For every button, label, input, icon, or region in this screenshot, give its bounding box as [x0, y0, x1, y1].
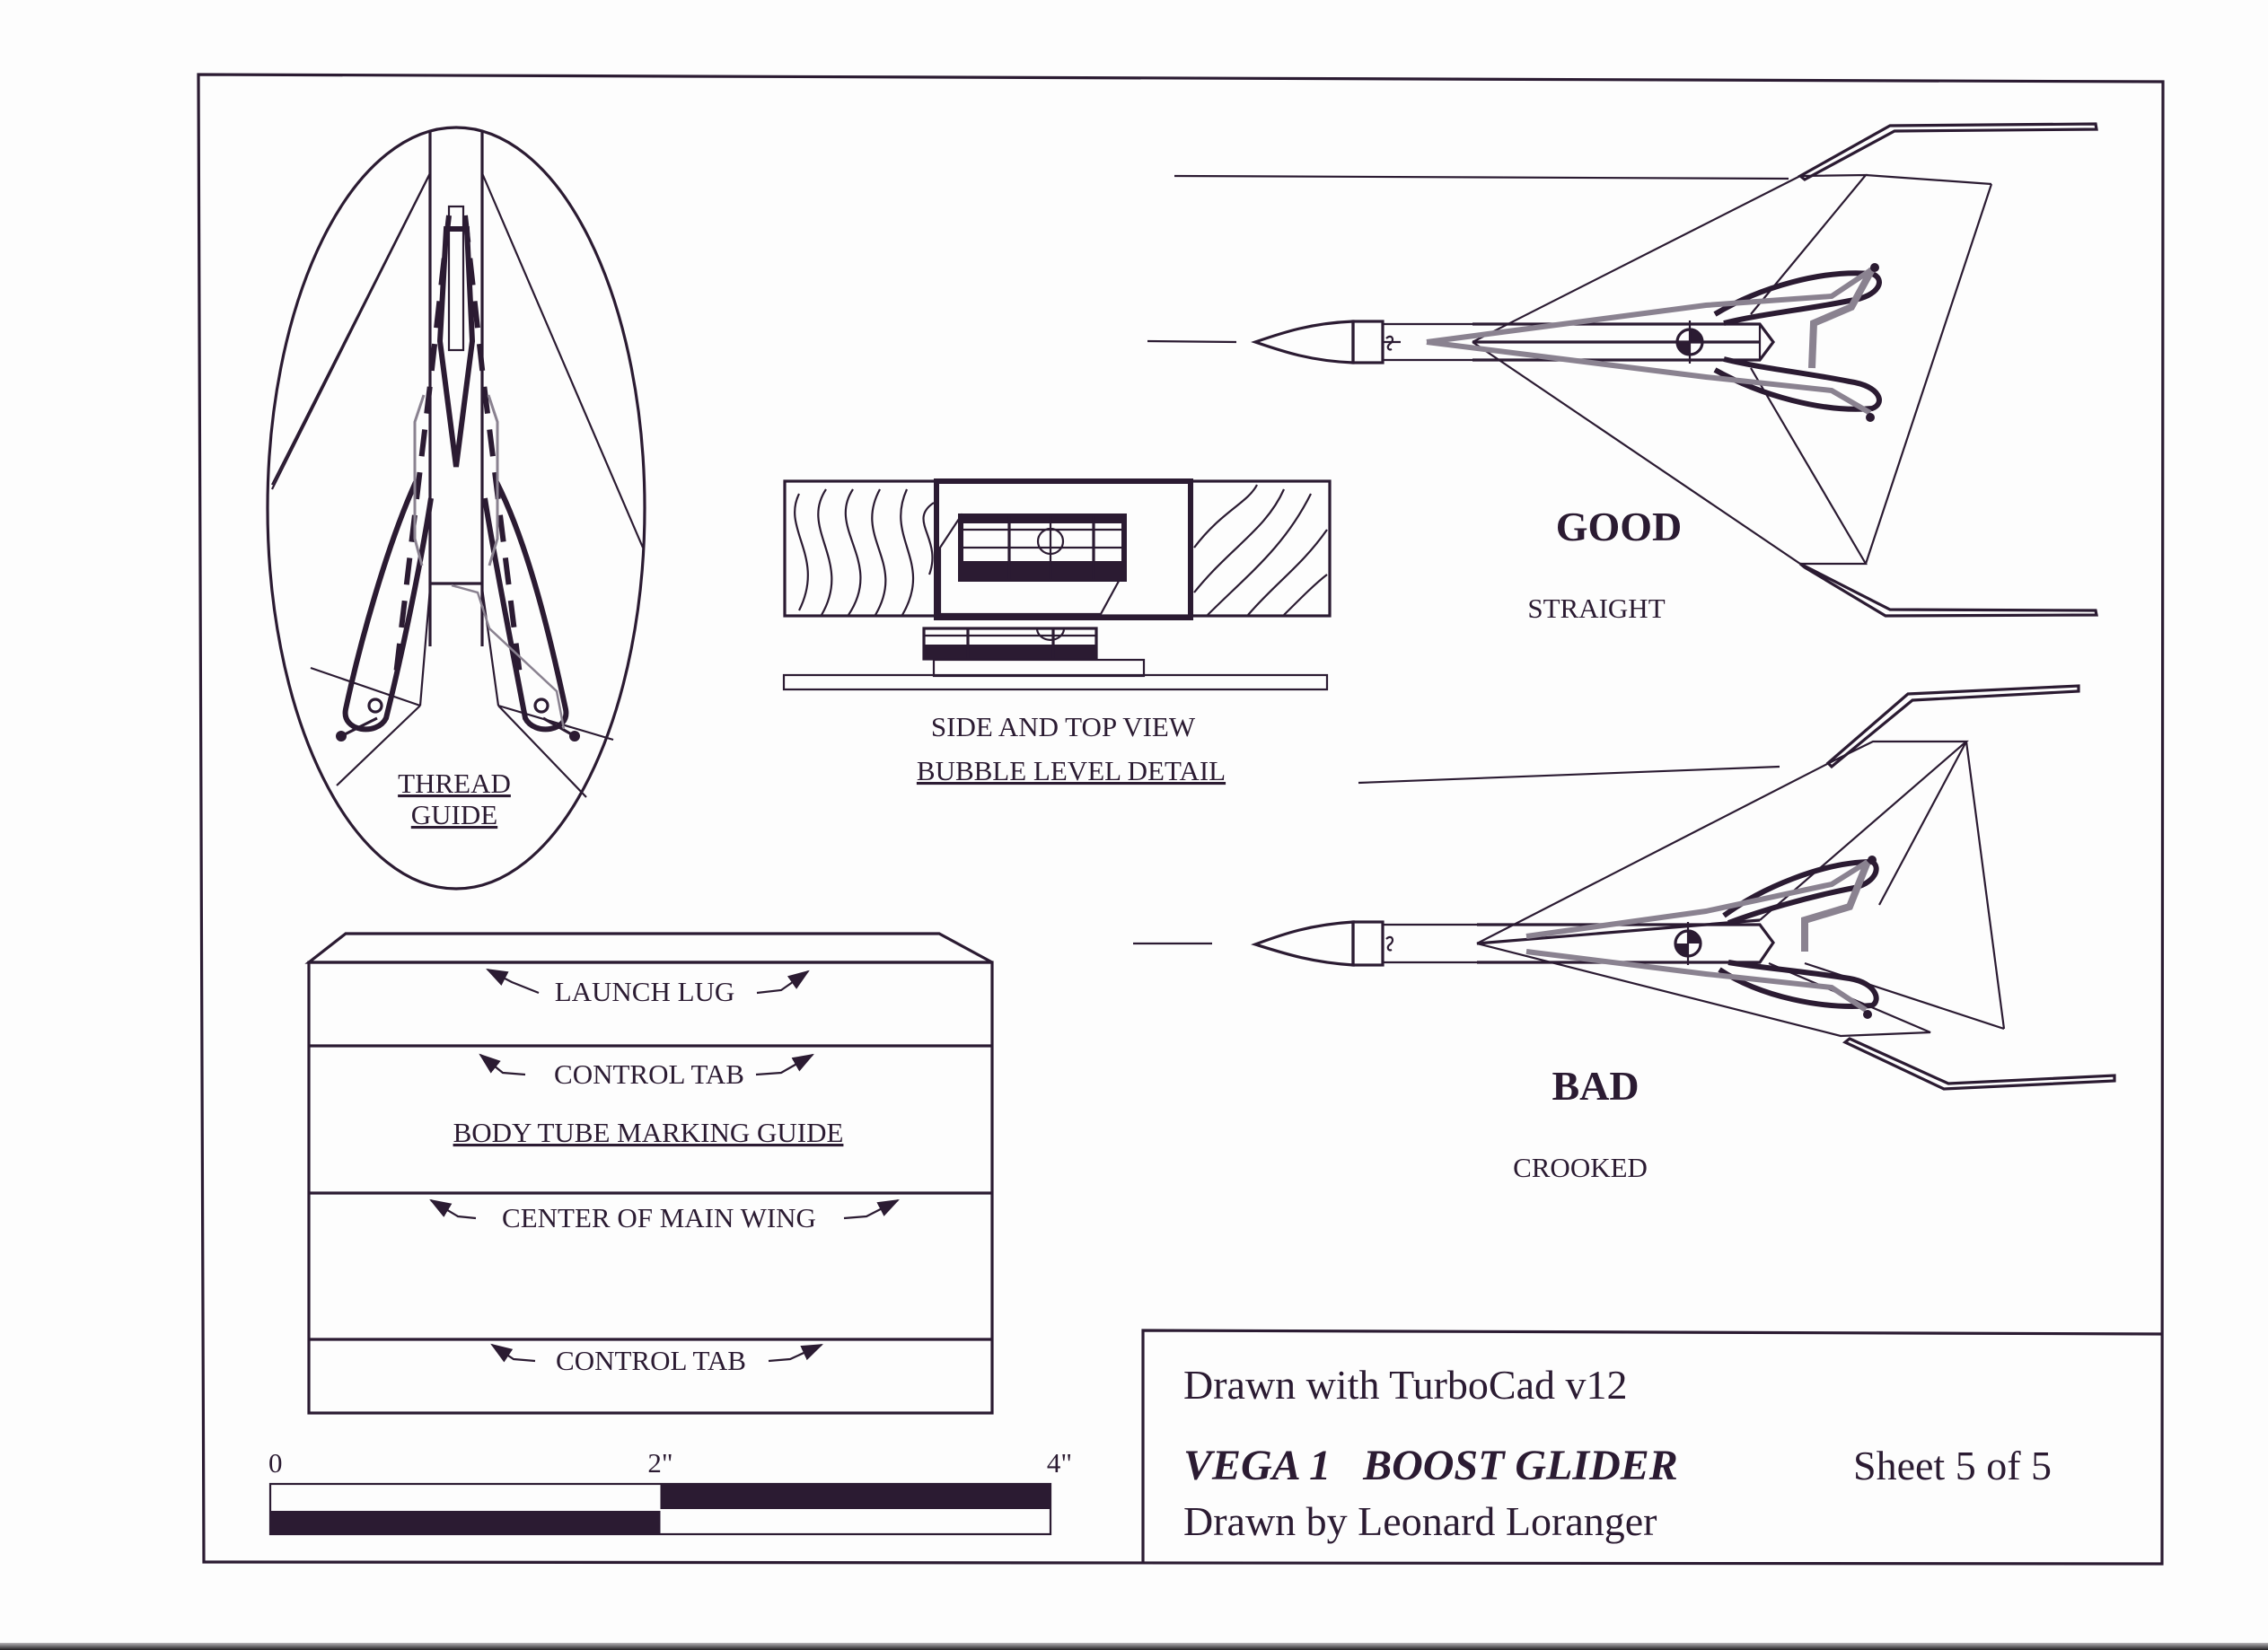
thread-guide-diagram: [266, 126, 646, 891]
bubble-level-caption: SIDE AND TOP VIEW: [931, 711, 1196, 742]
body-tube-marking-guide: [304, 932, 994, 1415]
title-block: [1141, 1329, 2163, 1564]
scanner-edge: [0, 1643, 2268, 1650]
scale-bar-segment-2-4: [660, 1484, 1050, 1509]
scale-bar: [268, 1482, 1052, 1536]
glider-bad-status: BAD: [1552, 1063, 1639, 1109]
glider-bad-diagram: [1133, 684, 2116, 1091]
mark-control-tab-front: CONTROL TAB: [554, 1058, 744, 1090]
author-credit: Drawn by Leonard Loranger: [1183, 1498, 1657, 1544]
bubble-level-title: BUBBLE LEVEL DETAIL: [917, 755, 1226, 786]
marking-guide-title: BODY TUBE MARKING GUIDE: [453, 1117, 844, 1148]
sheet-number: Sheet 5 of 5: [1853, 1443, 2052, 1488]
thread-guide-label: GUIDE: [411, 799, 497, 830]
glider-good-diagram: [1147, 122, 2098, 618]
glider-good-status: GOOD: [1556, 504, 1683, 549]
mark-center-main-wing: CENTER OF MAIN WING: [502, 1202, 816, 1233]
glider-bad-description: CROOKED: [1513, 1152, 1648, 1183]
bubble-level-diagram: [782, 478, 1332, 691]
thread-guide-label: THREAD: [398, 768, 511, 799]
sheet-border: [197, 73, 2165, 1566]
scale-tick-2: 2": [647, 1447, 672, 1479]
project-title: VEGA 1 BOOST GLIDER: [1183, 1442, 1678, 1489]
mark-control-tab-rear: CONTROL TAB: [556, 1345, 746, 1376]
scale-bar-segment-0-2: [270, 1511, 661, 1534]
mark-launch-lug: LAUNCH LUG: [555, 976, 735, 1007]
glider-good-description: STRAIGHT: [1527, 592, 1665, 624]
scale-tick-0: 0: [268, 1447, 283, 1479]
scale-tick-4: 4": [1047, 1447, 1072, 1479]
software-credit: Drawn with TurboCad v12: [1183, 1362, 1628, 1408]
